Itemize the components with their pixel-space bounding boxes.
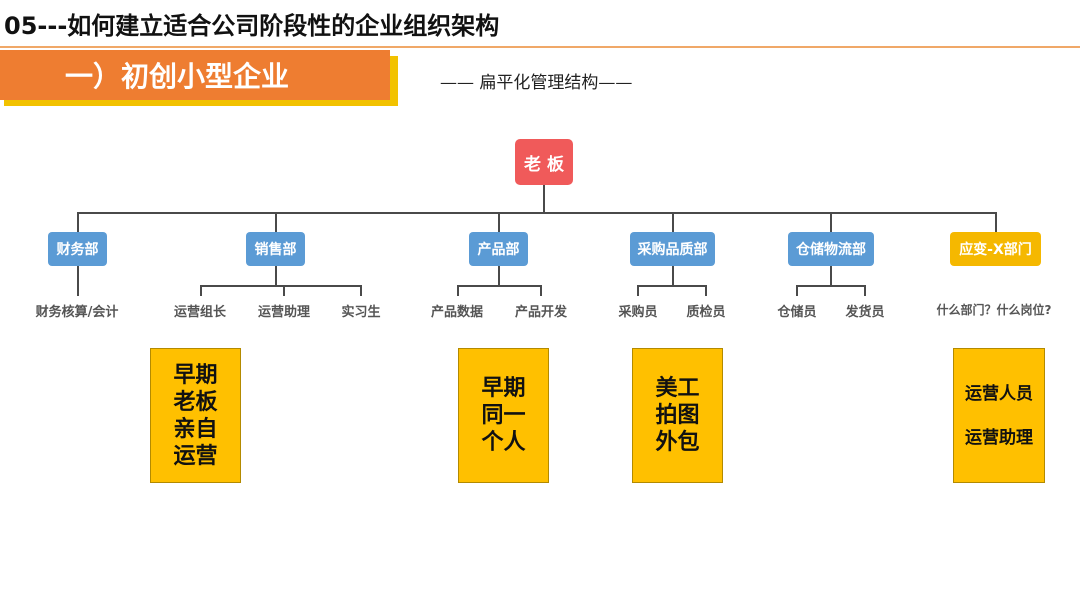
root-node-boss: 老 板 [515,139,573,185]
dept-connector [830,212,832,232]
note-line: 运营 [173,443,218,469]
role-connector [200,285,202,296]
dept-node-product: 产品部 [469,232,528,266]
dept-node-warehouse-logistics: 仓储物流部 [788,232,874,266]
section-title: 一）初创小型企业 [65,60,290,93]
dept-label: 应变-X部门 [959,242,1032,258]
role-label-shipper: 发货员 [845,305,885,320]
role-connector [77,266,79,296]
note-box-ops-staff: 运营人员 运营助理 [953,348,1045,483]
role-connector [275,266,277,286]
role-connector [457,285,459,296]
note-box-same-person: 早期 同一 个人 [458,348,549,483]
note-line: 拍图 [655,403,700,428]
dept-node-adaptive-x: 应变-X部门 [950,232,1041,266]
dept-node-finance: 财务部 [48,232,107,266]
role-bus-line [637,285,707,287]
role-connector [283,285,285,296]
note-line: 运营助理 [965,427,1033,448]
note-line: 亲自 [173,416,218,442]
note-line: 运营人员 [965,383,1033,404]
root-connector [543,184,545,213]
role-connector [637,285,639,296]
role-connector [672,266,674,286]
role-label-intern: 实习生 [341,305,381,320]
role-connector [864,285,866,296]
dept-connector [995,212,997,232]
main-bus-line [77,212,997,214]
note-box-outsourced-design: 美工 拍图 外包 [632,348,723,483]
dept-connector [672,212,674,232]
note-line: 外包 [655,430,700,455]
subtitle: —— 扁平化管理结构—— [440,73,633,93]
role-connector [830,266,832,286]
dept-label: 销售部 [254,242,297,258]
role-label-buyer: 采购员 [618,305,658,320]
dept-node-sales: 销售部 [246,232,305,266]
role-label-product-data: 产品数据 [430,305,484,320]
role-bus-line [457,285,542,287]
dept-label: 财务部 [56,242,99,258]
title-divider [0,46,1080,48]
role-connector [360,285,362,296]
role-connector [498,266,500,286]
note-line: 个人 [481,430,526,455]
dept-label: 仓储物流部 [796,242,866,258]
role-connector [540,285,542,296]
note-line: 早期 [173,362,218,388]
role-label-ops-lead: 运营组长 [173,305,227,320]
role-label-unknown: 什么部门？什么岗位? [936,303,1052,317]
dept-node-purchasing-quality: 采购品质部 [630,232,715,266]
note-line: 同一 [481,403,526,428]
role-bus-line [200,285,362,287]
note-line: 美工 [655,376,700,401]
role-label-warehouse-staff: 仓储员 [777,305,817,320]
role-label-inspector: 质检员 [686,305,726,320]
note-line: 老板 [173,389,218,415]
role-label-accounting: 财务核算/会计 [35,305,119,320]
role-connector [796,285,798,296]
note-box-boss-operates: 早期 老板 亲自 运营 [150,348,241,483]
role-bus-line [796,285,866,287]
dept-connector [77,212,79,232]
dept-label: 产品部 [477,242,520,258]
role-label-product-dev: 产品开发 [514,305,568,320]
role-label-ops-assistant: 运营助理 [257,305,311,320]
role-connector [705,285,707,296]
page-title: 05---如何建立适合公司阶段性的企业组织架构 [4,12,500,40]
section-banner: 一）初创小型企业 [0,50,390,100]
note-line: 早期 [481,376,526,401]
dept-connector [275,212,277,232]
dept-connector [498,212,500,232]
root-label: 老 板 [524,154,564,175]
dept-label: 采购品质部 [637,242,708,258]
